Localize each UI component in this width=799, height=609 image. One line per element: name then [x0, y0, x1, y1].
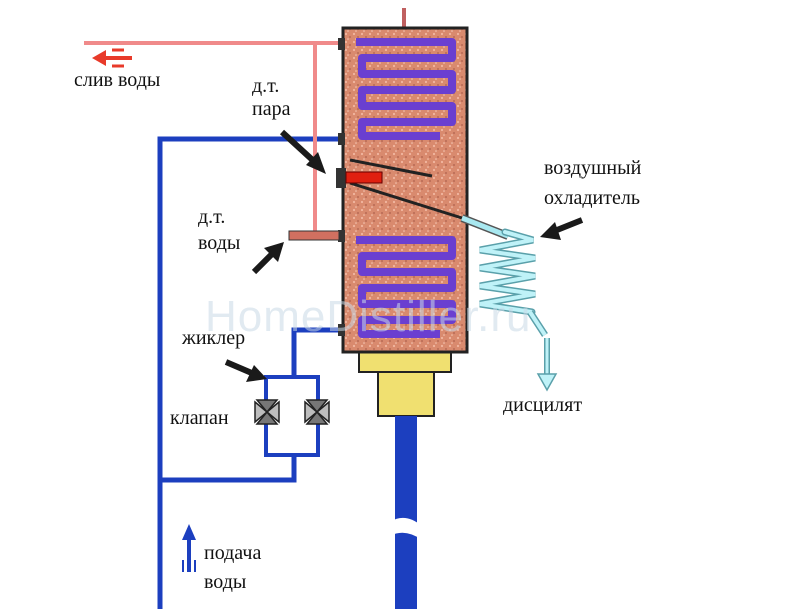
- drain-label: слив воды: [74, 69, 161, 91]
- steam-sensor: [336, 168, 383, 188]
- valve-icon-right: [304, 399, 330, 425]
- lower-coil: [356, 236, 456, 338]
- water-sensor: [288, 230, 340, 241]
- cooler-label-line1: воздушный: [544, 157, 642, 179]
- cooler-pointer-icon: [540, 217, 584, 240]
- valve-assembly: [254, 375, 330, 457]
- water-sensor-pointer-icon: [251, 242, 284, 275]
- column: [338, 8, 469, 354]
- supply-arrow-icon: [182, 524, 196, 572]
- air-cooler: [460, 214, 548, 337]
- cold-water-pipes: [157, 136, 345, 609]
- steam-sensor-pointer-icon: [279, 129, 326, 174]
- valve-icon-left: [254, 399, 280, 425]
- distillate-arrow-icon: [536, 338, 558, 392]
- steam-sensor-label-line1: д.т.: [252, 75, 280, 97]
- cooler-label-line2: охладитель: [544, 187, 640, 209]
- boiler: [358, 351, 452, 609]
- jet-label: жиклер: [182, 327, 246, 349]
- jet-pointer-icon: [224, 359, 267, 382]
- upper-coil: [356, 38, 456, 140]
- steam-sensor-label-line2: пара: [252, 98, 291, 120]
- pointer-arrows: [224, 129, 584, 382]
- distillate-label: дисцилят: [503, 394, 583, 416]
- supply-label-line1: подача: [204, 542, 262, 564]
- supply-label-line2: воды: [204, 571, 247, 593]
- water-sensor-label-line1: д.т.: [198, 206, 226, 228]
- watermark: HomeDistiller.ru: [205, 292, 532, 341]
- drain-pipe: [84, 41, 345, 236]
- drain-arrow-icon: [92, 48, 132, 68]
- valve-label: клапан: [170, 407, 229, 429]
- water-sensor-label-line2: воды: [198, 232, 241, 254]
